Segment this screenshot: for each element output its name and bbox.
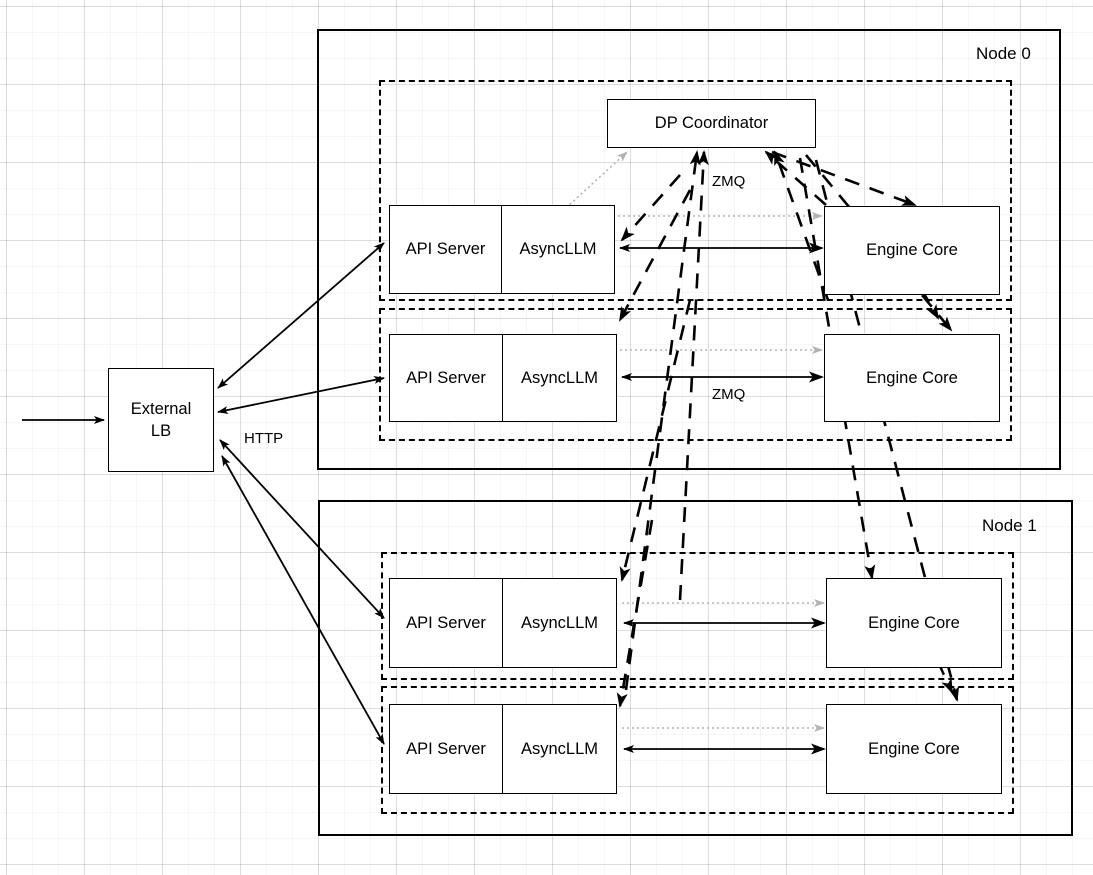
node-1-rank-0-server-box[interactable]: API Server AsyncLLM [389, 578, 617, 668]
api-server-cell-n1r0[interactable]: API Server [390, 579, 503, 667]
coordinator-zmq-label: ZMQ [712, 173, 746, 190]
node-1-container [318, 500, 1073, 836]
node-1-rank-1-group [381, 686, 1014, 814]
asyncllm-cell-n0r0[interactable]: AsyncLLM [519, 240, 597, 258]
node-0-rank-1-group [379, 308, 1012, 441]
zmq-label-n0r1: ZMQ [712, 386, 746, 403]
external-lb-box[interactable]: External LB [108, 368, 214, 472]
engine-core-label-n1r1: Engine Core [868, 739, 960, 758]
external-lb-label-line2: LB [150, 422, 172, 440]
node-0-label: Node 0 [976, 44, 1031, 63]
api-server-cell-n0r1[interactable]: API Server [390, 335, 503, 421]
dp-coordinator-label: DP Coordinator [654, 114, 769, 132]
node-1-rank-0-group [381, 552, 1014, 680]
api-server-cell-n0r0[interactable]: API Server [390, 206, 502, 293]
node-0-container [317, 29, 1061, 470]
asyncllm-cell-n1r1[interactable]: AsyncLLM [520, 739, 599, 758]
asyncllm-cell-n0r1[interactable]: AsyncLLM [520, 368, 599, 387]
engine-core-box-n1r0[interactable]: Engine Core [826, 578, 1002, 668]
node-1-rank-1-server-box[interactable]: API Server AsyncLLM [389, 704, 617, 794]
engine-core-box-n0r0[interactable]: Engine Core [824, 206, 1000, 295]
engine-core-box-n0r1[interactable]: Engine Core [824, 334, 1000, 422]
external-lb-label-line1: External [130, 399, 192, 418]
node-0-rank-0-server-box[interactable]: API Server AsyncLLM [389, 205, 615, 294]
engine-core-label-n1r0: Engine Core [868, 613, 960, 632]
asyncllm-cell-n1r0[interactable]: AsyncLLM [520, 613, 599, 632]
engine-core-label-n0r1: Engine Core [866, 368, 958, 387]
engine-core-label-n0r0: Engine Core [866, 241, 958, 259]
dp-coordinator-box[interactable]: DP Coordinator [607, 99, 816, 148]
node-0-rank-0-group [379, 80, 1012, 301]
node-0-rank-1-server-box[interactable]: API Server AsyncLLM [389, 334, 617, 422]
api-server-cell-n1r1[interactable]: API Server [390, 705, 503, 793]
engine-core-box-n1r1[interactable]: Engine Core [826, 704, 1002, 794]
node-1-label: Node 1 [982, 516, 1037, 535]
http-edge-label: HTTP [244, 430, 284, 447]
